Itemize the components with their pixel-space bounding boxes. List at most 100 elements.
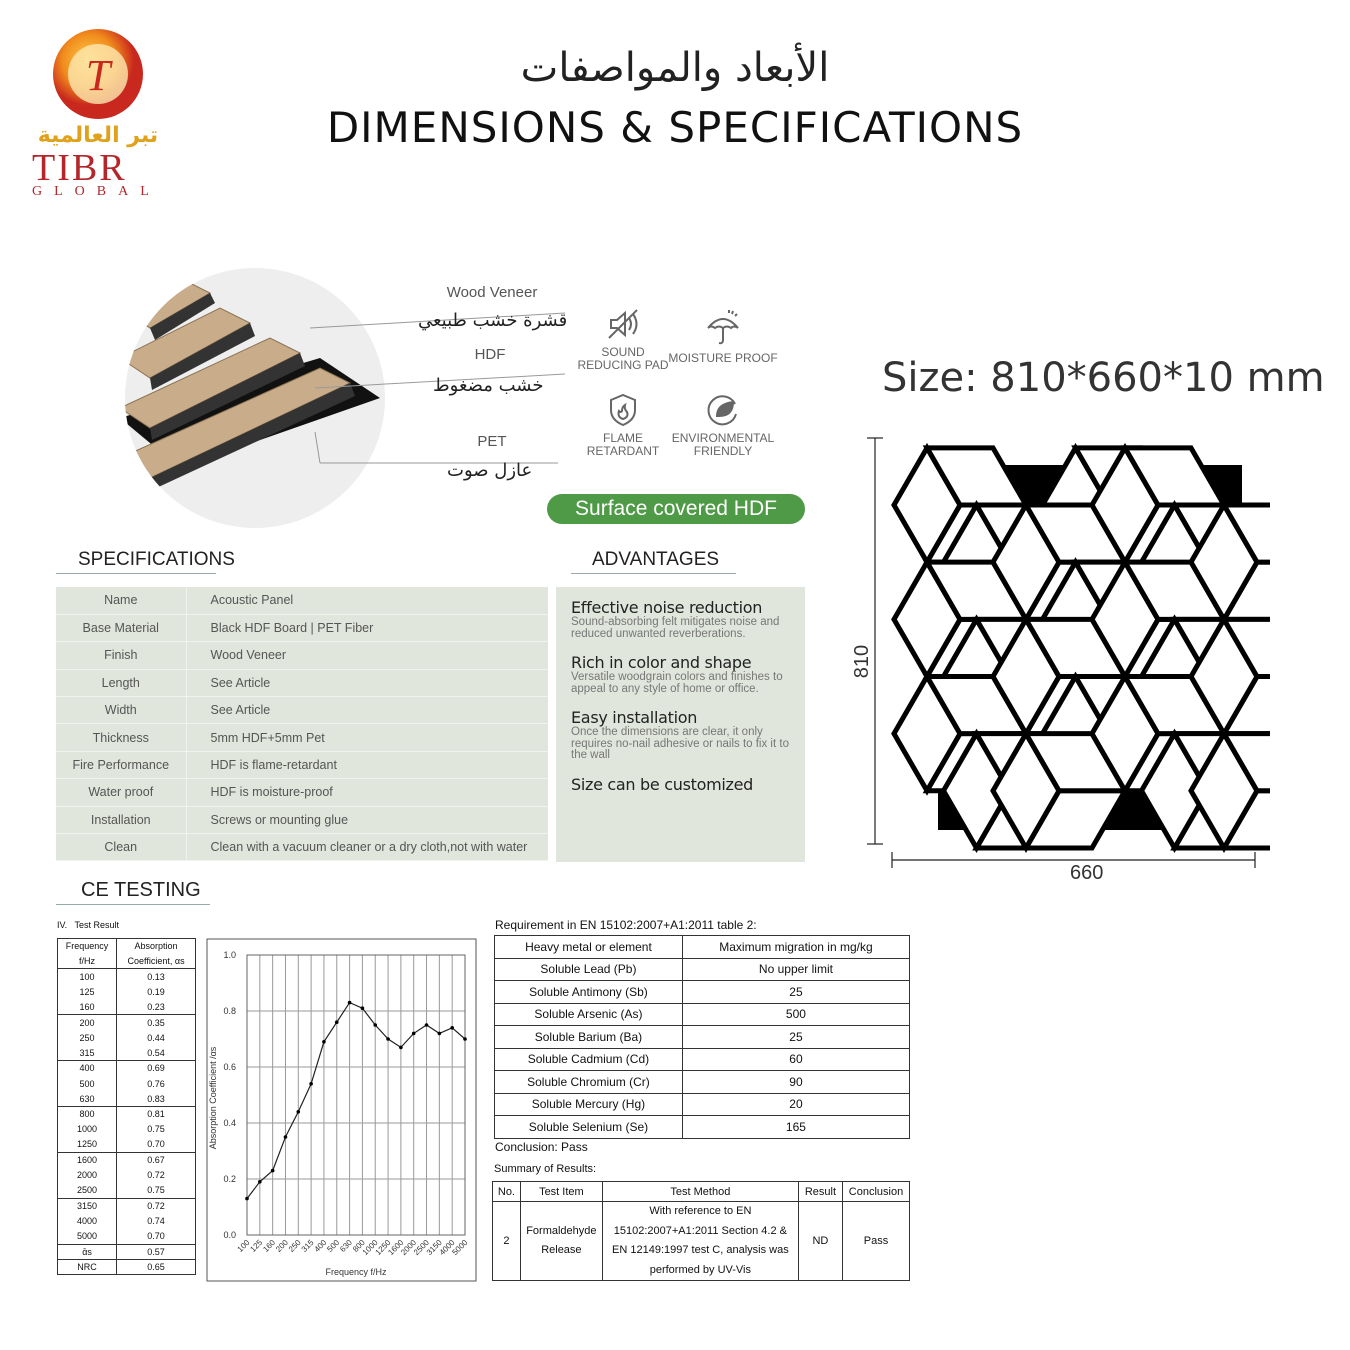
title-arabic: الأبعاد والمواصفات	[520, 45, 830, 91]
limit-cell: 25	[681, 1025, 911, 1049]
spec-label: Length	[56, 669, 187, 698]
feature-environmental: ENVIRONMENTAL FRIENDLY	[668, 392, 778, 458]
data-point	[373, 1023, 378, 1027]
spec-label: Name	[56, 587, 187, 615]
feature-sound-reducing: SOUND REDUCING PAD	[568, 306, 678, 372]
element-cell: Soluble Selenium (Se)	[494, 1115, 683, 1139]
coefficient-cell: 0.70	[116, 1137, 196, 1153]
advantage-text: Versatile woodgrain colors and finishes …	[571, 671, 783, 695]
frequency-cell: 400	[56, 1060, 118, 1076]
spec-label: Fire Performance	[56, 751, 187, 780]
limit-cell: 500	[681, 1002, 911, 1026]
feature-label: SOUND REDUCING PAD	[577, 345, 669, 372]
limit-cell: 60	[681, 1047, 911, 1071]
ce-testing-heading: CE TESTING	[56, 879, 210, 905]
data-point	[270, 1168, 275, 1173]
advantage-title: Effective noise reduction	[571, 598, 763, 617]
frequency-cell: 1250	[56, 1137, 118, 1153]
flame-shield-icon	[610, 393, 636, 427]
coefficient-cell: 0.75	[116, 1121, 196, 1138]
label-cell: NRC	[56, 1258, 118, 1276]
spec-label: Width	[56, 696, 187, 725]
logo-subtitle: GLOBAL	[32, 184, 161, 199]
absorption-chart: 0.00.20.40.60.81.01001251602002503154005…	[206, 938, 477, 1282]
spec-value: Wood Veneer	[186, 641, 548, 670]
coefficient-cell: 0.54	[116, 1045, 196, 1061]
frequency-cell: 1000	[56, 1121, 118, 1138]
table-row: Soluble Mercury (Hg)20	[494, 1092, 911, 1116]
width-dimension: 660	[1070, 862, 1104, 884]
coefficient-cell: 0.76	[116, 1075, 196, 1092]
data-point	[334, 1020, 339, 1024]
limit-cell: 25	[681, 980, 911, 1004]
y-tick-label: 0.6	[223, 1062, 236, 1072]
frequency-cell: 2000	[56, 1167, 118, 1183]
element-cell: Soluble Barium (Ba)	[494, 1025, 683, 1049]
data-point	[360, 1006, 365, 1010]
spec-value: Black HDF Board | PET Fiber	[186, 614, 548, 643]
frequency-cell: 4000	[56, 1213, 118, 1229]
frequency-cell: 160	[56, 999, 118, 1015]
feature-flame-retardant: FLAME RETARDANT	[568, 392, 678, 458]
layer-label-hdf: HDF	[474, 346, 506, 363]
table-row: Soluble Arsenic (As)500	[494, 1002, 911, 1026]
cube-face	[1219, 502, 1270, 565]
spec-label: Clean	[56, 833, 187, 862]
coefficient-cell: 0.35	[116, 1014, 196, 1030]
coefficient-cell: 0.81	[116, 1105, 196, 1122]
frequency-cell: 315	[56, 1045, 118, 1061]
logo-emblem-icon: T	[53, 29, 143, 119]
surface-covered-badge: Surface covered HDF	[547, 494, 805, 524]
coefficient-cell: 0.13	[116, 968, 196, 985]
frequency-cell: 3150	[56, 1197, 118, 1214]
logo-arabic: تبر العالمية	[37, 123, 159, 148]
header-cell: Frequency	[56, 938, 118, 954]
coefficient-cell: 0.72	[116, 1197, 196, 1214]
spec-value: Screws or mounting glue	[186, 806, 548, 835]
y-tick-label: 0.4	[223, 1118, 236, 1128]
limit-cell: 20	[681, 1092, 911, 1116]
summary-header: Conclusion	[842, 1181, 910, 1202]
advantage-text: Sound-absorbing felt mitigates noise and…	[571, 616, 780, 640]
layer-label-pet-ar: عازل صوت	[447, 460, 533, 481]
data-point	[424, 1023, 429, 1027]
label-cell: ᾱs	[56, 1243, 118, 1260]
element-cell: Soluble Arsenic (As)	[494, 1002, 683, 1026]
test-result-label: IV. Test Result	[57, 920, 120, 930]
data-point	[437, 1031, 442, 1036]
cube-face	[1219, 731, 1270, 794]
data-point	[399, 1045, 403, 1050]
coefficient-cell: 0.67	[116, 1151, 196, 1168]
cube-face	[1219, 616, 1270, 679]
table-row: Soluble Cadmium (Cd)60	[494, 1047, 911, 1071]
spec-label: Finish	[56, 641, 187, 670]
feature-label: FLAME RETARDANT	[586, 431, 660, 458]
coefficient-cell: 0.72	[116, 1167, 196, 1183]
coefficient-cell: 0.83	[116, 1091, 196, 1107]
advantage-title: Size can be customized	[571, 774, 754, 794]
advantage-title: Easy installation	[571, 708, 698, 727]
size-label: Size: 810*660*10 mm	[882, 355, 1325, 401]
chart-frame	[206, 938, 477, 1282]
summary-cell: With reference to EN 15102:2007+A1:2011 …	[601, 1201, 799, 1281]
height-dimension: 810	[851, 644, 874, 679]
advantage-text: Once the dimensions are clear, it only r…	[571, 726, 789, 761]
limit-cell: No upper limit	[681, 957, 911, 981]
